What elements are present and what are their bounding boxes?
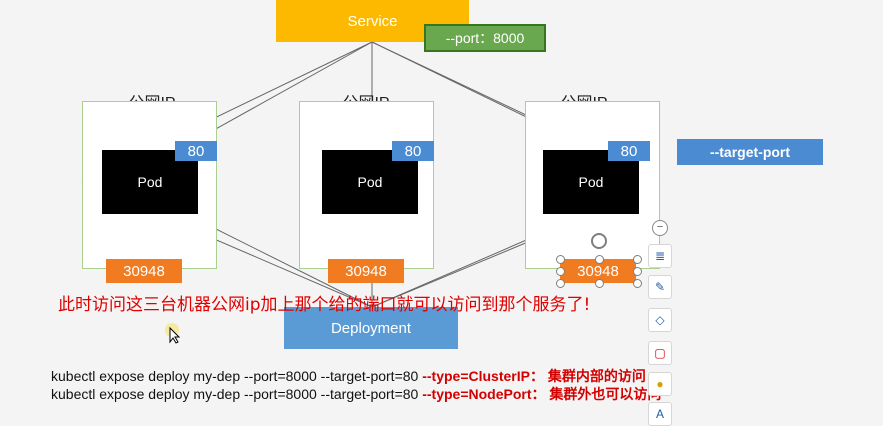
command-line-1: kubectl expose deploy my-dep --port=8000… [51, 366, 646, 386]
selection-handle[interactable] [633, 279, 642, 288]
floating-toolbar: − ≣ ✎ ◇ ▢ ● A [648, 220, 674, 426]
node2-node-port: 30948 [328, 259, 404, 283]
selection-handle[interactable] [595, 279, 604, 288]
layers-icon[interactable]: ≣ [648, 244, 672, 268]
selection-handle[interactable] [556, 255, 565, 264]
target-port-tag: --target-port [677, 139, 823, 165]
selection-handle[interactable] [556, 279, 565, 288]
node1-node-port: 30948 [106, 259, 182, 283]
pen-icon[interactable]: ✎ [648, 275, 672, 299]
deployment-box: Deployment [284, 307, 458, 349]
node3-container-port: 80 [608, 141, 650, 161]
port-tag: --port：8000 [424, 24, 546, 52]
annotation-note: 此时访问这三台机器公网ip加上那个给的端口就可以访问到那个服务了! [58, 295, 591, 315]
selection-handle[interactable] [633, 255, 642, 264]
selection-handle[interactable] [556, 267, 565, 276]
selection-handle[interactable] [595, 255, 604, 264]
command-comment: 集群外也可以访问 [545, 386, 662, 402]
node1-container-port: 80 [175, 141, 217, 161]
node3-pod: Pod [543, 150, 639, 214]
crop-icon[interactable]: ▢ [648, 341, 672, 365]
text-icon[interactable]: A [648, 402, 672, 426]
eraser-icon[interactable]: ◇ [648, 308, 672, 332]
command-text: kubectl expose deploy my-dep --port=8000… [51, 386, 423, 402]
cursor-icon [164, 322, 186, 344]
node2-container-port: 80 [392, 141, 434, 161]
selection-handle[interactable] [633, 267, 642, 276]
command-text: kubectl expose deploy my-dep --port=8000… [51, 368, 423, 384]
command-line-2: kubectl expose deploy my-dep --port=8000… [51, 384, 661, 404]
command-flag: --type=NodePort： [422, 386, 546, 402]
collapse-icon[interactable]: − [652, 220, 668, 236]
rotate-handle-icon[interactable] [591, 233, 607, 249]
lightbulb-icon[interactable]: ● [648, 372, 672, 396]
command-comment: 集群内部的访问 [543, 368, 646, 384]
command-flag: --type=ClusterIP： [422, 368, 544, 384]
